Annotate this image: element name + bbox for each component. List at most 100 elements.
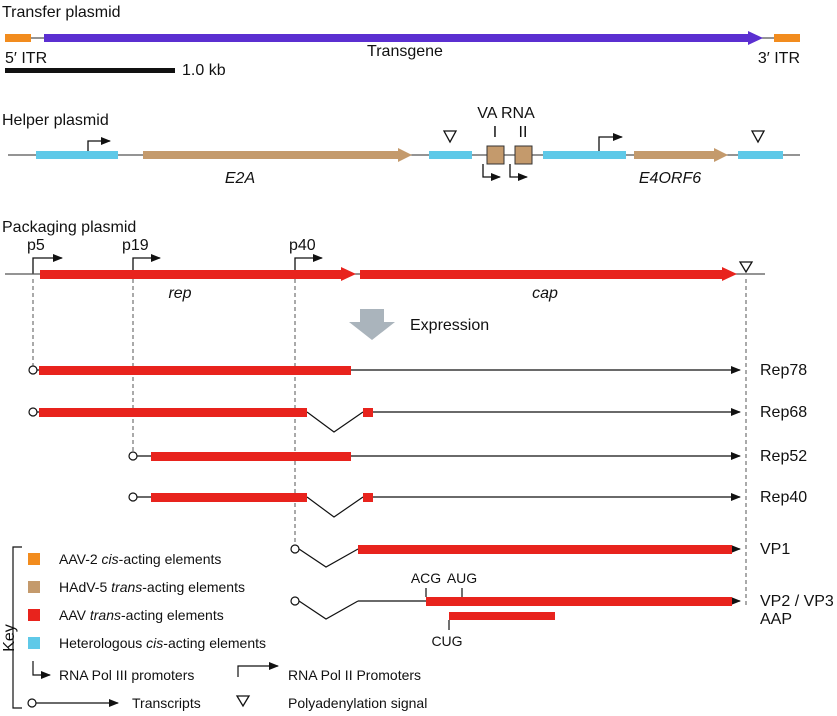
aap-orf	[449, 612, 555, 620]
polya-icon	[442, 130, 458, 144]
key-pol2-label: RNA Pol II Promoters	[288, 667, 421, 683]
e4orf6-bar	[634, 151, 716, 159]
rep40-transcript: Rep40	[128, 489, 807, 518]
p19-promoter-icon	[132, 254, 161, 274]
rep40-label: Rep40	[760, 489, 807, 506]
key-aav-trans-label: AAV trans-acting elements	[59, 607, 224, 623]
polya-icon	[738, 261, 754, 274]
cap-label: cap	[532, 285, 558, 302]
rep68-orf-exon2	[363, 408, 373, 417]
transfer-plasmid: Transfer plasmid 5′ ITR Transgene 3′ ITR…	[2, 4, 800, 79]
key-heterologous-cis-label: Heterologous cis-acting elements	[59, 635, 266, 651]
rep52-label: Rep52	[760, 448, 807, 465]
rep52-orf	[151, 452, 351, 461]
p5-promoter-icon	[32, 254, 63, 274]
rep40-orf	[151, 493, 307, 502]
polya-icon	[750, 130, 766, 144]
key-transcripts-label: Transcripts	[132, 695, 201, 711]
splice-line	[306, 496, 364, 518]
p40-promoter-icon	[294, 254, 323, 274]
e2a-arrowhead	[398, 148, 412, 162]
key-pol3-label: RNA Pol III promoters	[59, 667, 194, 683]
key-bracket	[12, 546, 22, 709]
heterologous-block-1	[36, 151, 118, 159]
key-hadv5-trans-label: HAdV-5 trans-acting elements	[59, 579, 245, 595]
helper-plasmid-title: Helper plasmid	[2, 112, 109, 129]
e2a-bar	[143, 151, 400, 159]
splice-line	[298, 548, 359, 568]
rep-label: rep	[168, 285, 191, 302]
e4orf6-label: E4ORF6	[639, 170, 701, 187]
vp23-label: VP2 / VP3	[760, 593, 834, 610]
key-title: Key	[1, 624, 18, 652]
heterologous-block-4	[738, 151, 783, 159]
key-legend: Key AAV-2 cis-acting elements HAdV-5 tra…	[1, 546, 427, 711]
e4orf6-arrowhead	[714, 148, 728, 162]
rep68-orf	[39, 408, 307, 417]
aav2-cis-swatch	[28, 553, 40, 565]
transcript-start-icon	[290, 596, 300, 606]
helper-plasmid: Helper plasmid VA RNA I II E2A E4ORF6	[2, 105, 800, 187]
hadv5-trans-swatch	[28, 581, 40, 593]
itr5-block	[5, 34, 31, 42]
va-rna-ii-box	[514, 145, 533, 165]
transgene-label: Transgene	[367, 43, 443, 60]
transcript-start-icon	[128, 492, 138, 502]
pol2-promoter-icon	[87, 137, 111, 151]
packaging-plasmid: Packaging plasmid p5 p19 p40 rep cap Exp…	[2, 219, 765, 340]
aap-label: AAP	[760, 611, 792, 628]
pol3-promoter-icon	[32, 661, 51, 679]
heterologous-block-2	[429, 151, 472, 159]
rep78-label: Rep78	[760, 362, 807, 379]
scale-label: 1.0 kb	[182, 62, 226, 79]
expression-arrow	[349, 309, 395, 340]
rep52-transcript: Rep52	[128, 448, 807, 465]
cug-label: CUG	[431, 633, 462, 649]
rep78-transcript: Rep78	[28, 362, 807, 379]
transcript-start-icon	[28, 365, 38, 375]
pol3-promoter-icon	[482, 164, 501, 181]
transcript-start-icon	[27, 698, 37, 708]
pol2-promoter-icon	[598, 133, 623, 151]
expression-label: Expression	[410, 317, 489, 334]
cap-arrowhead	[722, 267, 737, 281]
polya-icon	[235, 695, 251, 708]
rep68-transcript: Rep68	[28, 404, 807, 433]
vp1-orf	[358, 545, 732, 554]
acg-label: ACG	[411, 570, 441, 586]
key-polya-label: Polyadenylation signal	[288, 695, 427, 711]
aug-label: AUG	[447, 570, 477, 586]
va-i-label: I	[493, 124, 497, 141]
vp1-label: VP1	[760, 541, 790, 558]
cap-bar	[360, 270, 724, 279]
transcript-start-icon	[28, 407, 38, 417]
scale-bar	[5, 68, 175, 73]
transcript-start-icon	[128, 451, 138, 461]
vp23-transcript: ACG AUG CUG VP2 / VP3 AAP	[290, 570, 834, 649]
splice-line	[306, 411, 364, 433]
va-ii-label: II	[519, 124, 528, 141]
key-aav2-cis-label: AAV-2 cis-acting elements	[59, 551, 221, 567]
itr3-block	[774, 34, 800, 42]
rep-arrowhead	[341, 267, 356, 281]
vp23-orf	[426, 597, 732, 606]
vp1-transcript: VP1	[290, 541, 790, 568]
heterologous-block-3	[543, 151, 626, 159]
va-rna-label: VA RNA	[477, 105, 535, 122]
aav-trans-swatch	[28, 609, 40, 621]
heterologous-cis-swatch	[28, 637, 40, 649]
itr5-label: 5′ ITR	[5, 50, 47, 67]
va-rna-i-box	[486, 145, 505, 165]
transfer-plasmid-title: Transfer plasmid	[2, 4, 121, 21]
rep-bar	[40, 270, 343, 279]
p5-label: p5	[27, 237, 45, 254]
pol3-promoter-icon	[509, 164, 528, 181]
transgene-arrowhead	[748, 31, 763, 45]
transgene-bar	[44, 34, 750, 42]
pol2-promoter-icon	[237, 662, 279, 677]
itr3-label: 3′ ITR	[758, 50, 800, 67]
rep40-orf-exon2	[363, 493, 373, 502]
p19-label: p19	[122, 237, 149, 254]
transcript-start-icon	[290, 544, 300, 554]
